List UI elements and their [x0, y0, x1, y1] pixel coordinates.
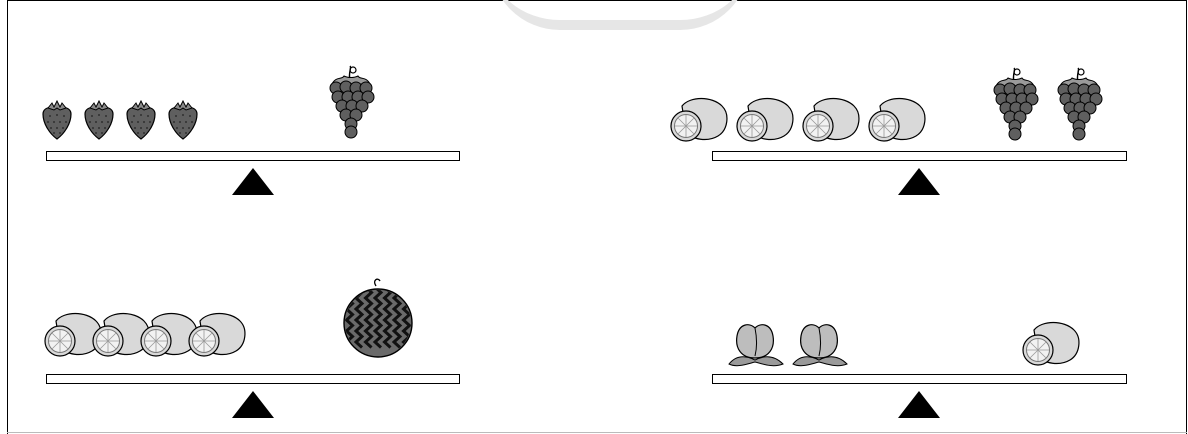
peach-icon	[727, 320, 785, 368]
page-border-bottom	[7, 432, 1187, 433]
lemon-icon	[800, 96, 862, 142]
peach-icon	[791, 320, 849, 368]
strawberry-icon	[124, 100, 158, 140]
grapes-icon	[992, 68, 1038, 142]
lemon-icon	[186, 311, 248, 357]
grapes-icon	[328, 66, 374, 140]
scale-1-fulcrum	[232, 168, 274, 195]
watermark-shape	[490, 0, 750, 30]
lemon-icon	[668, 96, 730, 142]
strawberry-icon	[40, 100, 74, 140]
scale-3-fulcrum	[232, 391, 274, 418]
page-border-left	[7, 0, 8, 434]
scale-4-beam	[712, 374, 1127, 384]
scale-1-beam	[46, 151, 460, 161]
scale-2-fulcrum	[898, 168, 940, 195]
strawberry-icon	[166, 100, 200, 140]
watermelon-icon	[342, 278, 414, 358]
grapes-icon	[1056, 68, 1102, 142]
scale-4-fulcrum	[898, 391, 940, 418]
lemon-icon	[866, 96, 928, 142]
page-border-right	[1186, 0, 1187, 434]
scale-3-beam	[46, 374, 460, 384]
lemon-icon	[734, 96, 796, 142]
scale-2-beam	[712, 151, 1127, 161]
strawberry-icon	[82, 100, 116, 140]
lemon-icon	[1020, 320, 1082, 366]
